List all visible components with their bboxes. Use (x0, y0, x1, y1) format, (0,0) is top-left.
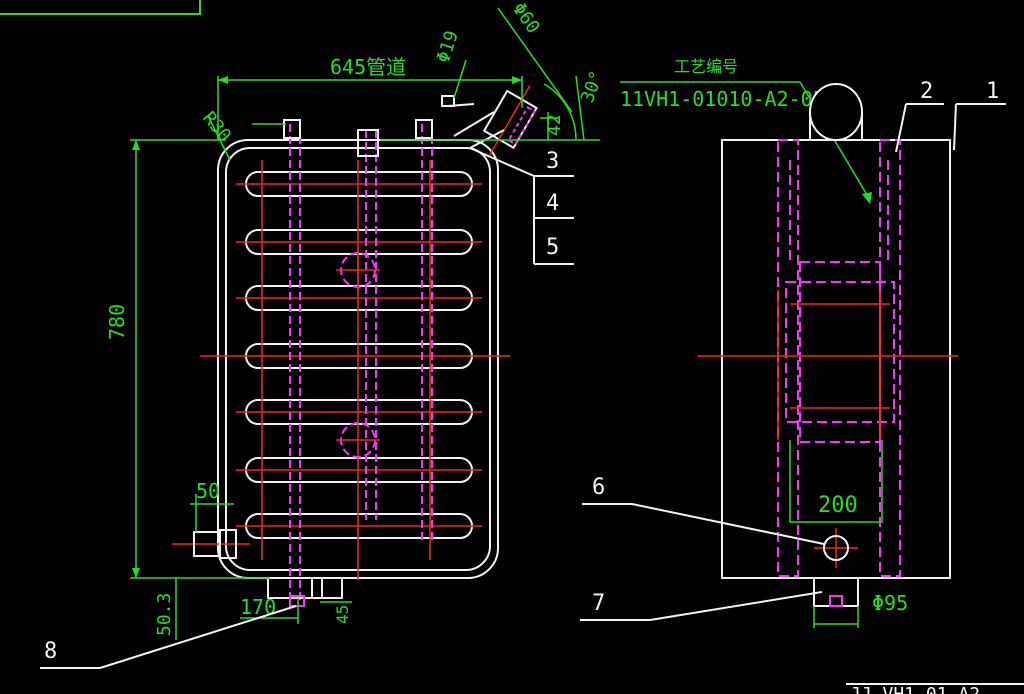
dim-inlet: 50 (196, 479, 220, 503)
nozzle-neck-bottom (469, 129, 505, 149)
balloon-7: 7 (592, 591, 605, 616)
dim-chamber: 200 (818, 493, 858, 518)
dim-height: 780 (105, 304, 129, 340)
balloon-5: 5 (546, 235, 559, 260)
part-number: 11VH1-01010-A2-05 (620, 87, 825, 111)
drain-valve (289, 595, 305, 607)
side-centerlines (698, 290, 958, 568)
balloon-4: 4 (546, 191, 559, 216)
dim-offset: 42 (544, 114, 565, 136)
balloon-8: 8 (44, 639, 57, 664)
balloon-1: 1 (986, 79, 999, 104)
dim-width: 645管道 (330, 55, 406, 79)
dim-bottom: 50.3 (154, 593, 175, 636)
vent-pipe (441, 95, 455, 107)
nozzle-neck-top (453, 111, 495, 137)
side-view: 200 Φ95 (698, 83, 958, 628)
title-block-text: JJ-VH1-01-A2 (850, 684, 980, 694)
dim-flange-diameter: Φ60 (508, 0, 544, 38)
top-flange (809, 83, 863, 141)
balloon-6: 6 (592, 475, 605, 500)
coil-centerlines (172, 160, 510, 580)
dim-drain-len: 45 (333, 605, 352, 624)
leader-label: 工艺编号 (674, 57, 738, 76)
side-drain-port (823, 535, 849, 561)
hidden-crosshair (336, 248, 380, 441)
side-dimensions (789, 440, 883, 628)
front-dimensions (130, 7, 600, 640)
dim-outlet: Φ95 (872, 591, 908, 615)
top-fittings (283, 119, 433, 157)
balloons (40, 103, 1006, 669)
vent-leader (447, 103, 475, 107)
front-view: 645管道 780 R30 Φ19 30° 42 50 50.3 170 45 … (105, 0, 608, 640)
inlet-nozzle (193, 529, 237, 559)
coil-tubes (245, 171, 473, 539)
dim-drain-pos: 170 (240, 595, 276, 619)
side-outlet-valve (829, 595, 843, 607)
balloon-3: 3 (546, 149, 559, 174)
inclined-nozzle (482, 85, 538, 156)
frame-corner (0, 0, 201, 15)
balloon-2: 2 (920, 79, 933, 104)
angle-arc (543, 83, 577, 141)
dim-angle: 30° (577, 68, 608, 106)
front-arrows (132, 76, 522, 578)
dim-pipe-diameter: Φ19 (433, 28, 463, 65)
